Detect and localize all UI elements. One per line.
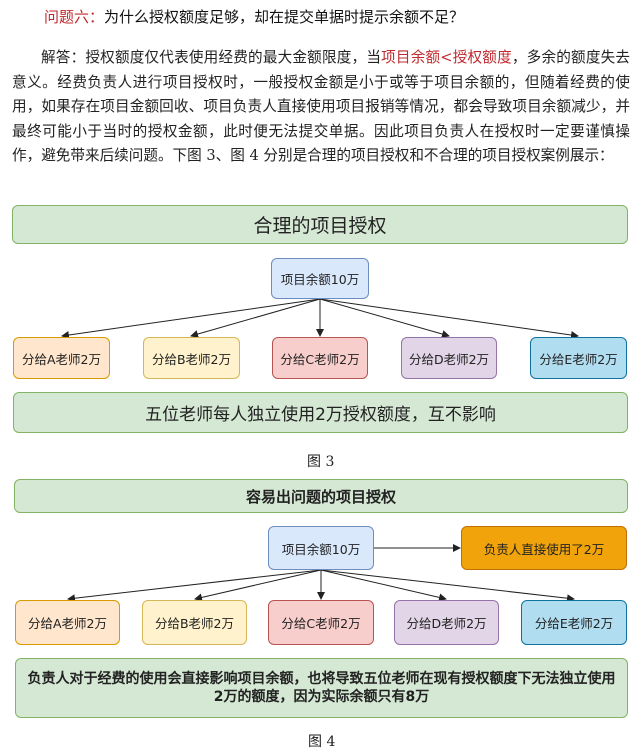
fig3-child-a: 分给A老师2万 [13, 337, 110, 379]
fig4-summary: 负责人对于经费的使用会直接影响项目余额，也将导致五位老师在现有授权额度下无法独立… [15, 658, 628, 718]
fig3-child-d: 分给D老师2万 [401, 337, 497, 379]
question-heading: 问题六：为什么授权额度足够，却在提交单据时提示余额不足？ [44, 8, 465, 26]
answer-paragraph: 解答：授权额度仅代表使用经费的最大金额限度，当项目余额<授权额度，多余的额度失去… [12, 49, 630, 164]
fig4-child-b: 分给B老师2万 [142, 600, 247, 645]
fig3-child-c: 分给C老师2万 [272, 337, 368, 379]
fig3-root-node: 项目余额10万 [271, 258, 369, 299]
fig3-summary: 五位老师每人独立使用2万授权额度，互不影响 [13, 392, 628, 433]
fig4-child-a: 分给A老师2万 [15, 600, 120, 645]
fig4-caption: 图 4 [308, 734, 336, 750]
fig3-child-e: 分给E老师2万 [530, 337, 627, 379]
fig4-child-e: 分给E老师2万 [521, 600, 627, 645]
fig4-side-node: 负责人直接使用了2万 [461, 526, 627, 570]
fig3-title: 合理的项目授权 [12, 205, 628, 244]
fig4-title: 容易出问题的项目授权 [14, 479, 628, 513]
fig4-root-node: 项目余额10万 [268, 526, 374, 570]
fig4-child-d: 分给D老师2万 [394, 600, 499, 645]
fig3-caption: 图 3 [307, 454, 335, 470]
fig4-child-c: 分给C老师2万 [268, 600, 374, 645]
fig3-child-b: 分给B老师2万 [143, 337, 240, 379]
